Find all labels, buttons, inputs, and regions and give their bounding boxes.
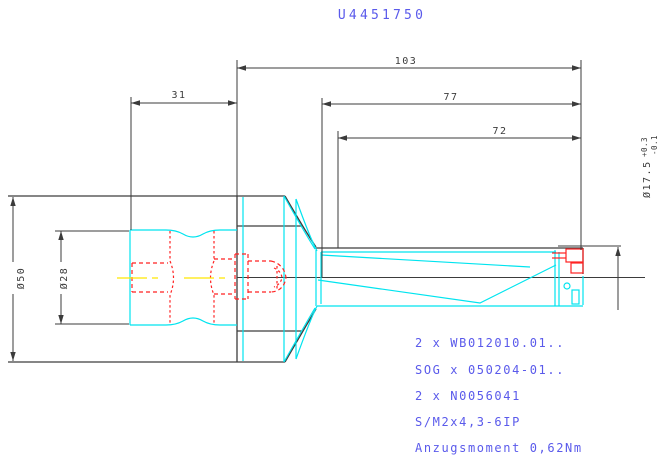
note-sog: SOG x 050204-01.. xyxy=(415,363,565,377)
note-torque: Anzugsmoment 0,62Nm xyxy=(415,441,583,455)
dim-dia175-label: Ø17.5 xyxy=(641,160,653,198)
flute-lines-cyan xyxy=(317,251,583,307)
dimension-31: 31 xyxy=(130,90,237,230)
flange-cone-cyan xyxy=(242,195,322,363)
dimension-dia28: Ø28 xyxy=(55,230,129,325)
dim-31-label: 31 xyxy=(171,90,186,101)
dim-103-label: 103 xyxy=(395,56,418,67)
dim-dia175-tol-plus: +0.3 xyxy=(640,137,649,157)
part-list-notes: 2 x WB012010.01.. SOG x 050204-01.. 2 x … xyxy=(415,336,583,455)
drawing-title: U4451750 xyxy=(338,8,426,23)
dim-72-label: 72 xyxy=(492,126,507,137)
holder-body-outline xyxy=(8,195,317,363)
dimension-103: 103 xyxy=(236,56,582,250)
drill-tip-cyan xyxy=(554,250,584,306)
dimension-72: 72 xyxy=(337,126,581,248)
dim-77-label: 77 xyxy=(443,92,458,103)
dimension-dia175: Ø17.5 +0.3 -0.1 xyxy=(558,135,659,310)
cutting-inserts-red xyxy=(552,248,584,274)
dim-dia175-tol-minus: -0.1 xyxy=(650,135,659,155)
note-insert: 2 x WB012010.01.. xyxy=(415,336,565,350)
dimension-dia50: Ø50 xyxy=(10,197,27,361)
note-screw: S/M2x4,3-6IP xyxy=(415,415,521,429)
dim-dia50-label: Ø50 xyxy=(15,267,27,290)
note-shim: 2 x N0056041 xyxy=(415,389,521,403)
dimension-77: 77 xyxy=(321,92,581,278)
hidden-clamp-screw-right-red xyxy=(214,253,287,300)
dim-dia28-label: Ø28 xyxy=(58,267,70,290)
